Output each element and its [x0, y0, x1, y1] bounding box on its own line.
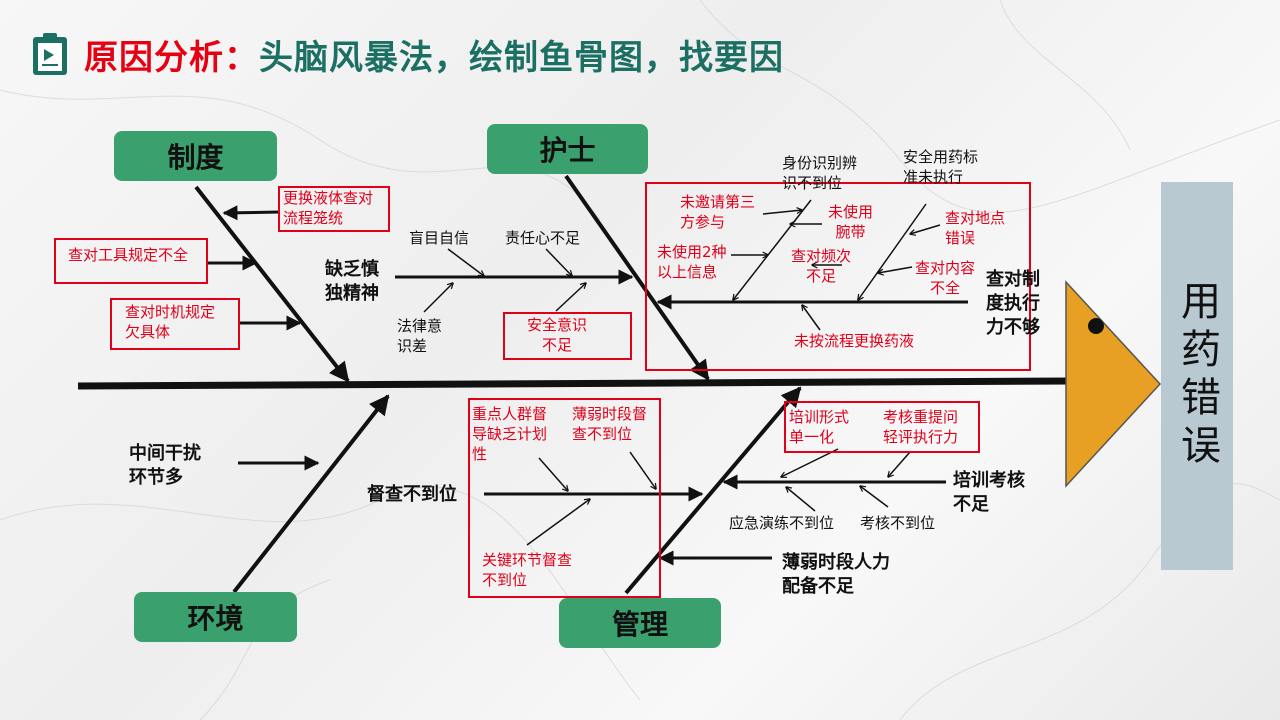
management-trainform: 培训形式 单一化: [789, 408, 850, 446]
highlight-box-system-3: [110, 298, 240, 350]
arrow-standard: [858, 203, 927, 300]
management-weakperiod: 薄弱时段督 查不到位: [572, 405, 648, 443]
management-exam: 考核不到位: [860, 514, 936, 532]
arrow-exam: [860, 486, 889, 508]
nurse-safety: 安全意识 不足: [527, 316, 588, 354]
management-assess: 考核重提问 轻评执行力: [883, 408, 959, 446]
management-keylink: 关键环节督查 不到位: [482, 551, 573, 589]
nurse-identity: 身份识别辨 识不到位: [782, 154, 858, 192]
environment-interference: 中间干扰 环节多: [129, 443, 201, 488]
category-management: 管理: [559, 598, 721, 648]
bone-nurse: [564, 174, 710, 381]
arrow-law: [423, 283, 453, 313]
arrow-safety: [555, 283, 586, 312]
highlight-box-system-2: [54, 238, 208, 284]
arrow-drill: [786, 487, 816, 512]
arrow-identity: [733, 199, 812, 300]
nurse-careless: 缺乏慎 独精神: [325, 259, 379, 304]
arrow-weakperiod: [629, 451, 656, 489]
arrow-third: [762, 210, 802, 215]
nurse-execution: 查对制 度执行 力不够: [986, 269, 1040, 338]
highlight-box-safety: [503, 312, 632, 360]
nurse-wristband: 未使用 腕带: [828, 203, 874, 241]
nurse-law: 法律意 识差: [397, 317, 443, 355]
nurse-standard: 安全用药标 准未执行: [903, 148, 979, 186]
system-cause-3: 查对时机规定 欠具体: [125, 303, 216, 341]
management-keygroup: 重点人群督 导缺乏计划 性: [472, 405, 548, 463]
nurse-process: 未按流程更换药液: [794, 332, 915, 350]
nurse-third: 未邀请第三 方参与: [680, 193, 756, 231]
highlight-box-execution: [645, 182, 1031, 371]
system-cause-2: 查对工具规定不全: [68, 246, 189, 264]
management-training: 培训考核 不足: [953, 470, 1025, 515]
management-supervise: 督查不到位: [367, 484, 457, 505]
title-main: 头脑风暴法，绘制鱼骨图，找要因: [259, 37, 784, 78]
arrow-system-1: [222, 205, 281, 221]
slide-title: 原因分析： 头脑风暴法，绘制鱼骨图，找要因: [30, 26, 784, 82]
bone-environment: [232, 394, 390, 594]
arrow-location: [910, 224, 941, 234]
effect-box: 用药错误: [1161, 182, 1233, 570]
category-environment: 环境: [134, 592, 297, 642]
nurse-responsibility: 责任心不足: [505, 229, 581, 247]
nurse-location: 查对地点 错误: [945, 209, 1006, 247]
arrow-responsibility: [545, 248, 572, 276]
system-cause-1: 更换液体查对 流程笼统: [283, 189, 374, 227]
arrow-content: [878, 266, 913, 273]
arrow-keygroup: [538, 457, 568, 491]
arrow-trainform: [781, 448, 839, 477]
fish-head: [1065, 280, 1162, 488]
category-nurse: 护士: [487, 124, 648, 174]
fish-eye: [1088, 318, 1104, 334]
spine-line: [77, 377, 1073, 390]
arrow-process: [802, 305, 821, 331]
arrow-assess: [888, 451, 911, 477]
management-drill: 应急演练不到位: [729, 514, 835, 532]
nurse-twoinfo: 未使用2种 以上信息: [657, 243, 727, 281]
management-staffing: 薄弱时段人力 配备不足: [782, 552, 890, 597]
clipboard-icon: [33, 33, 67, 75]
title-prefix: 原因分析：: [84, 37, 259, 78]
arrow-overconfident: [447, 248, 484, 276]
nurse-overconfident: 盲目自信: [409, 229, 470, 247]
highlight-box-system-1: [278, 186, 390, 232]
bone-system: [194, 185, 350, 383]
bone-management: [624, 386, 802, 595]
category-system: 制度: [114, 131, 277, 181]
highlight-box-supervision: [468, 398, 661, 598]
nurse-content: 查对内容 不全: [915, 259, 976, 297]
nurse-frequency: 查对频次 不足: [791, 247, 852, 285]
highlight-box-training: [784, 401, 980, 453]
arrow-keylink: [526, 499, 590, 546]
